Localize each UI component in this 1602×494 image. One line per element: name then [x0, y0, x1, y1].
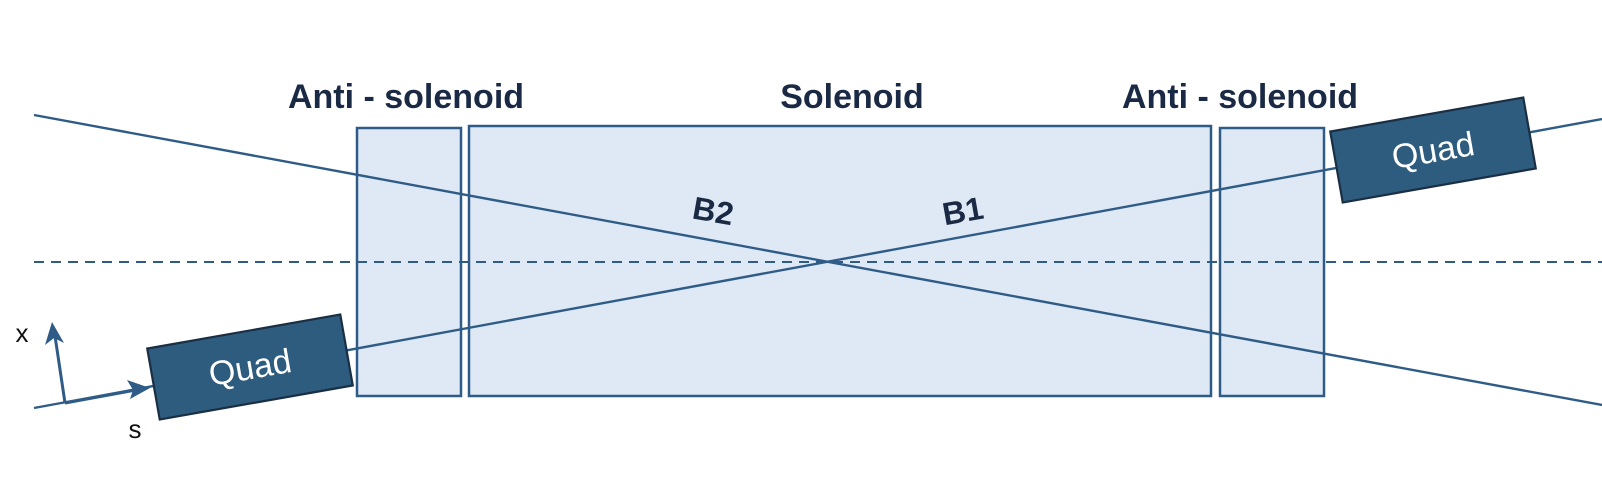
axis-x-label: x	[16, 318, 29, 348]
beam-b1-label: B1	[940, 190, 987, 233]
x-axis-arrow	[53, 335, 67, 404]
beam-b2-label: B2	[690, 190, 737, 233]
quad-right: Quad	[1328, 96, 1538, 204]
s-arrow-head	[127, 380, 150, 399]
anti-solenoid-right-block	[1218, 126, 1326, 398]
beam-b2-line	[33, 113, 1602, 407]
coordinate-frame: x s	[16, 318, 150, 444]
anti-solenoid-right-label: Anti - solenoid	[1122, 78, 1358, 116]
axis-s-label: s	[129, 414, 142, 444]
x-arrow-head	[45, 322, 64, 345]
solenoid-label: Solenoid	[780, 78, 924, 116]
s-axis-arrow	[64, 388, 137, 405]
quad-left-body	[145, 313, 355, 421]
anti-solenoid-left-label: Anti - solenoid	[288, 78, 524, 116]
quad-right-body	[1328, 96, 1538, 204]
quad-left: Quad	[145, 313, 355, 421]
